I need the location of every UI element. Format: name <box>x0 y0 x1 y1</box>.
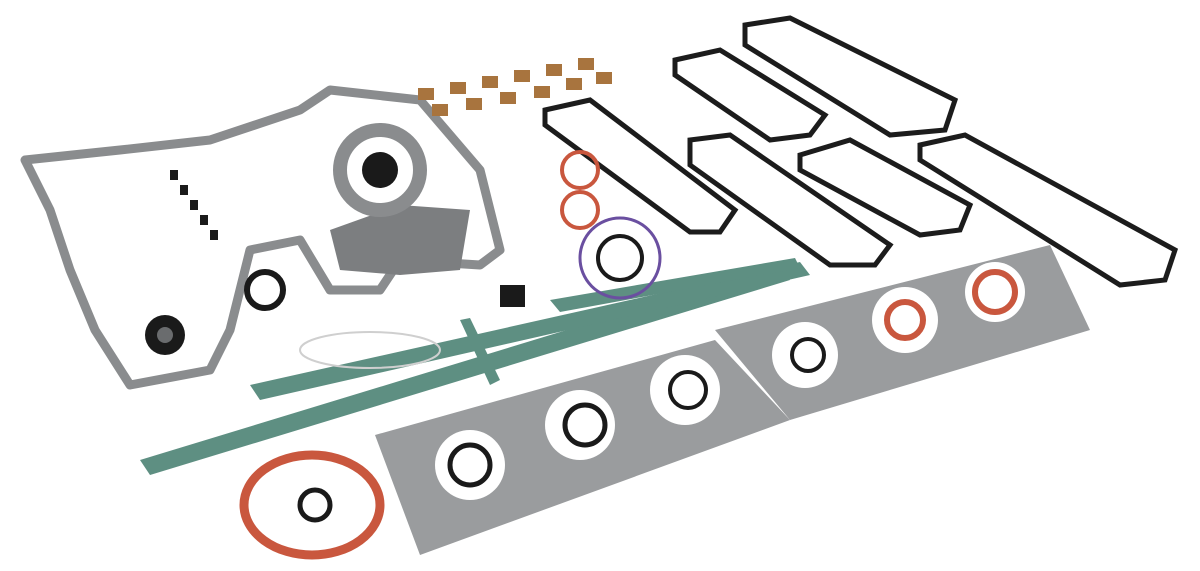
rear-main-seal <box>239 450 385 560</box>
valve-stem-seals <box>170 170 218 240</box>
timing-cover-gasket <box>20 85 505 390</box>
head-gasket-rear <box>715 245 1090 420</box>
head-gasket-front <box>375 340 790 555</box>
valve-guide-bushings <box>418 58 612 116</box>
valve-cover-gaskets <box>542 15 1179 288</box>
o-rings <box>244 150 662 369</box>
